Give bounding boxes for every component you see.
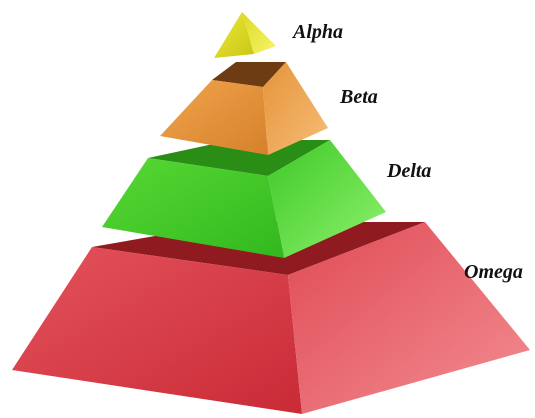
tier-label-omega: Omega xyxy=(464,262,523,282)
tier-label-delta: Delta xyxy=(387,161,431,181)
tier-omega-left-face xyxy=(12,247,302,414)
tier-beta-left-face xyxy=(160,80,268,155)
tier-label-beta: Beta xyxy=(340,87,378,107)
tier-label-alpha: Alpha xyxy=(293,22,343,42)
tier-alpha xyxy=(214,12,276,58)
